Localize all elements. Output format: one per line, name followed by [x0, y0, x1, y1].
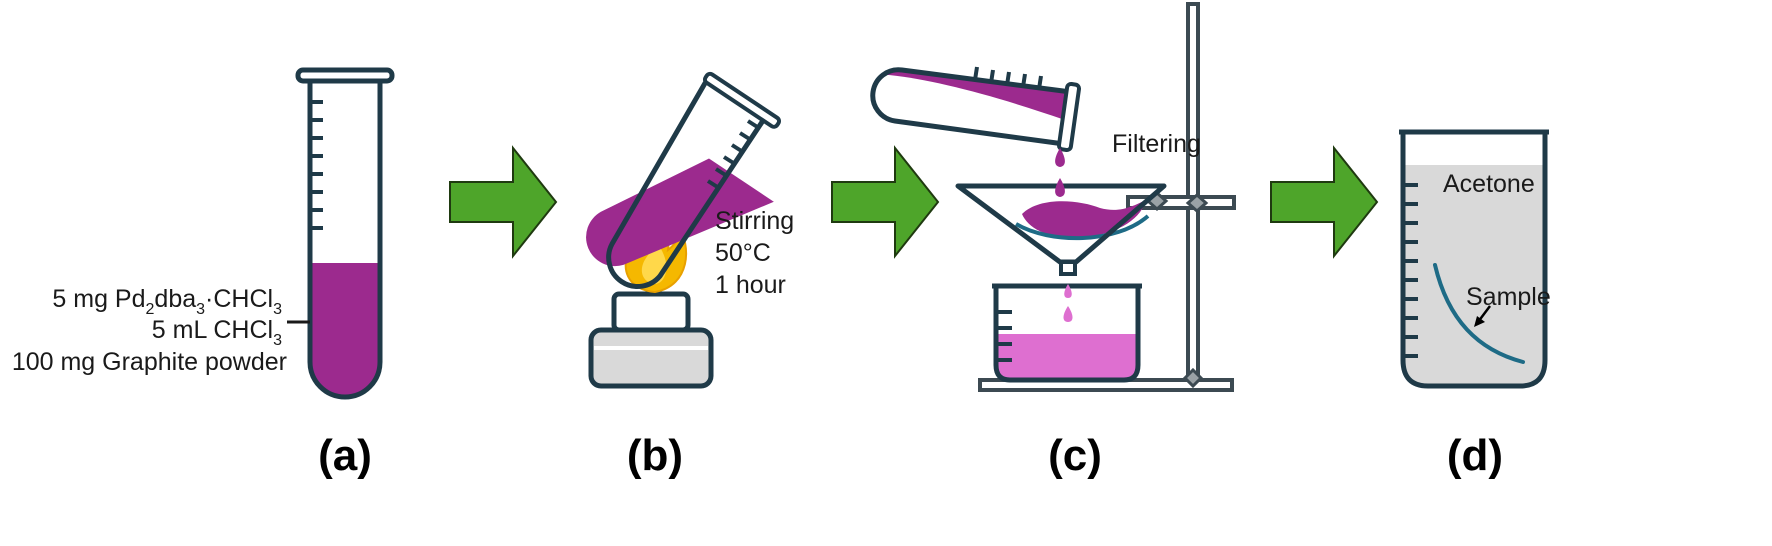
- tube-outline: [870, 67, 1072, 147]
- arrow-right-icon: [449, 145, 558, 259]
- panel-label-b: (b): [627, 431, 683, 480]
- step-temperature: 50°C: [715, 239, 771, 267]
- tube-scale: [706, 119, 761, 190]
- panel-label-d: (d): [1447, 431, 1503, 480]
- beaker-outline: [993, 283, 1141, 383]
- droplets-filtrate: [1063, 284, 1073, 322]
- panel-label-c: (c): [1048, 431, 1102, 480]
- tube-outline: [606, 76, 769, 289]
- tilted-test-tube-icon: [870, 66, 1082, 152]
- arrow-right-icon: [1270, 145, 1379, 259]
- beaker-scale: [996, 310, 1012, 362]
- reagent-line-1: 5 mg Pd2dba3·CHCl3: [52, 285, 282, 318]
- burner-wick-holder: [611, 291, 691, 333]
- beaker-icon: [1399, 129, 1549, 389]
- stand-rod: [1186, 2, 1200, 384]
- test-tube-icon: [295, 67, 395, 400]
- stand-clamp-knob: [1182, 367, 1204, 389]
- beaker-liquid-grey: [1403, 165, 1545, 386]
- funnel-icon: [955, 183, 1167, 276]
- step-stirring: Stirring: [715, 207, 794, 235]
- arrow-right-icon: [831, 145, 940, 259]
- step-duration: 1 hour: [715, 271, 786, 299]
- beaker-outline: [1400, 129, 1548, 389]
- sample-label: Sample: [1466, 283, 1551, 311]
- tube-rim: [1056, 82, 1082, 152]
- clamp-knob-1: [1185, 192, 1209, 214]
- burner-icon: [588, 291, 714, 389]
- tube-scale: [973, 66, 1043, 90]
- filter-paper: [1014, 214, 1150, 241]
- sample-arrowhead-icon: [1474, 316, 1485, 327]
- tube-rim: [702, 71, 781, 129]
- tube-liquid-purple: [310, 263, 380, 397]
- beaker-icon: [992, 283, 1142, 383]
- sample-curve: [1433, 263, 1525, 364]
- panel-label-a: (a): [318, 431, 372, 480]
- droplets-pouring: [1055, 148, 1065, 197]
- reagent-line-2: 5 mL CHCl3: [152, 316, 282, 349]
- clamp-arm: [1126, 195, 1236, 210]
- retort-stand-icon: [978, 2, 1236, 392]
- tube-outline: [307, 80, 383, 400]
- burner-base: [588, 327, 714, 389]
- reagent-line-3: 100 mg Graphite powder: [12, 348, 287, 376]
- solvent-label: Acetone: [1443, 170, 1535, 198]
- beaker-liquid-pink: [996, 334, 1138, 380]
- tube-rim: [295, 67, 395, 84]
- beaker-scale: [1403, 183, 1418, 358]
- funnel-stem: [1059, 260, 1077, 276]
- tube-scale: [310, 100, 323, 230]
- step-filtering: Filtering: [1112, 130, 1201, 158]
